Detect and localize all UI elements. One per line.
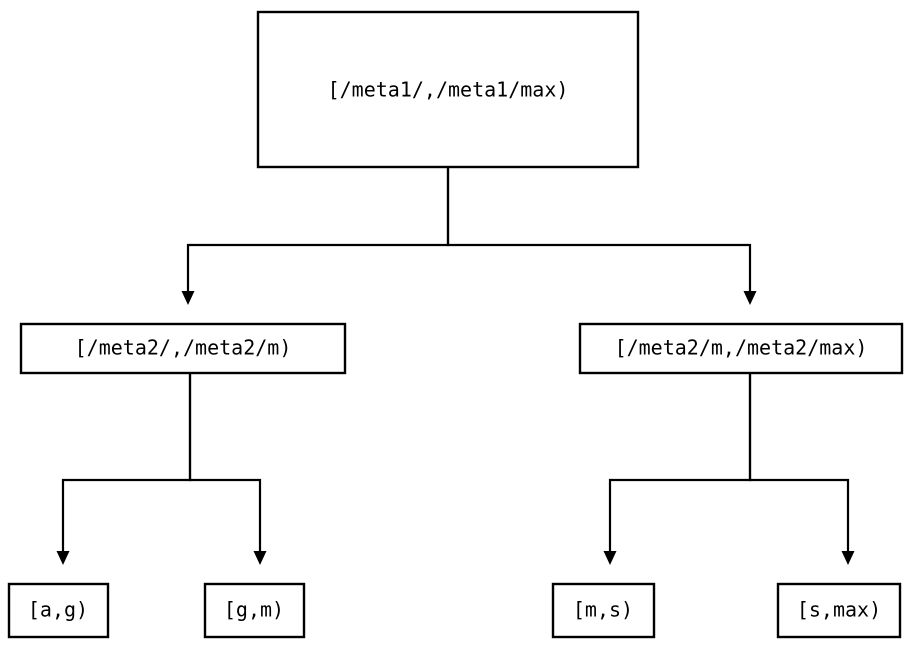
node-mid-left-label: [/meta2/,/meta2/m) [75,336,292,360]
edge-root-to-mid-right-line [446,167,752,292]
node-mid-right[interactable]: [/meta2/m,/meta2/max) [578,322,904,375]
edge-mid-left-to-leaf-gm [188,373,267,565]
edge-mid-right-to-leaf-smax-line [748,373,850,552]
edge-mid-left-to-leaf-ag [56,373,192,565]
node-leaf-ms-box [551,582,656,639]
edge-mid-left-to-leaf-ag-line [61,373,192,552]
node-mid-left[interactable]: [/meta2/,/meta2/m) [19,322,347,375]
node-leaf-gm[interactable]: [g,m) [203,582,306,639]
node-mid-right-label: [/meta2/m,/meta2/max) [615,336,868,360]
arrowhead-icon [841,551,855,565]
edge-root-to-mid-left-line [186,167,450,292]
arrowhead-icon [743,291,757,305]
node-root-label: [/meta1/,/meta1/max) [328,78,569,102]
edge-mid-right-to-leaf-smax [748,373,855,565]
node-root[interactable]: [/meta1/,/meta1/max) [256,10,640,169]
node-leaf-ag[interactable]: [a,g) [7,582,110,639]
node-leaf-smax-box [776,582,902,639]
node-mid-right-box [578,322,904,375]
node-leaf-smax[interactable]: [s,max) [776,582,902,639]
edge-root-to-mid-left [181,167,450,305]
edge-mid-right-to-leaf-ms [603,373,752,565]
node-leaf-gm-box [203,582,306,639]
arrowhead-icon [181,291,195,305]
arrowhead-icon [603,551,617,565]
node-leaf-gm-label: [g,m) [224,598,284,622]
node-mid-left-box [19,322,347,375]
node-leaf-ms-label: [m,s) [573,598,633,622]
node-root-box [256,10,640,169]
edge-mid-right-to-leaf-ms-line [608,373,752,552]
edge-mid-left-to-leaf-gm-line [188,373,262,552]
node-leaf-ms[interactable]: [m,s) [551,582,656,639]
node-leaf-ag-label: [a,g) [28,598,88,622]
arrowhead-icon [253,551,267,565]
node-leaf-ag-box [7,582,110,639]
edge-root-to-mid-right [446,167,757,305]
node-leaf-smax-label: [s,max) [797,598,881,622]
arrowhead-icon [56,551,70,565]
